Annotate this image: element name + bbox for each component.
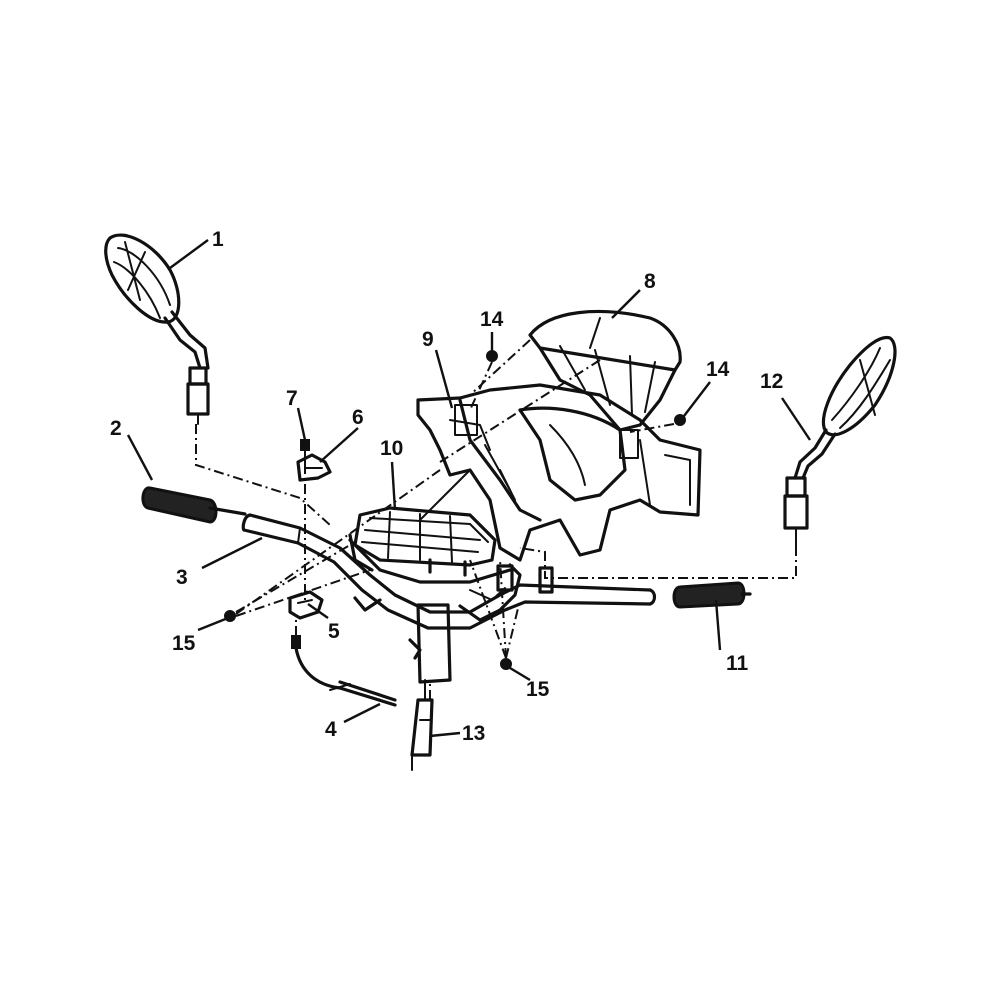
callout-15-left: 15 bbox=[172, 632, 196, 655]
instrument-panel bbox=[348, 506, 497, 577]
upper-clamp bbox=[296, 453, 332, 482]
assembly-lines bbox=[195, 339, 797, 700]
callout-13: 13 bbox=[462, 722, 485, 745]
callout-3: 3 bbox=[176, 566, 188, 589]
callout-1: 1 bbox=[212, 228, 224, 251]
front-top-cover bbox=[528, 309, 682, 432]
callout-5: 5 bbox=[328, 620, 340, 643]
callout-11: 11 bbox=[726, 652, 749, 675]
callout-14-top: 14 bbox=[480, 308, 504, 331]
handlebar-housing bbox=[348, 538, 554, 622]
callout-8: 8 bbox=[644, 270, 656, 293]
callout-15-right: 15 bbox=[526, 678, 550, 701]
right-grip bbox=[672, 581, 752, 609]
rear-handlebar-cover bbox=[416, 383, 702, 562]
screw-14-top bbox=[486, 350, 498, 362]
screw-14-right bbox=[674, 414, 686, 426]
leader-lines bbox=[126, 239, 811, 738]
callout-10: 10 bbox=[380, 437, 403, 460]
right-mirror bbox=[783, 335, 897, 547]
callout-7: 7 bbox=[286, 387, 298, 410]
throttle-tube bbox=[408, 603, 452, 771]
callout-12: 12 bbox=[760, 370, 783, 393]
left-grip bbox=[141, 486, 247, 524]
screw-15-right bbox=[500, 658, 512, 670]
cable bbox=[291, 635, 397, 707]
callout-9: 9 bbox=[422, 328, 434, 351]
left-mirror bbox=[104, 233, 210, 425]
callout-4: 4 bbox=[325, 718, 337, 741]
callout-14-right: 14 bbox=[706, 358, 730, 381]
callout-2: 2 bbox=[110, 417, 122, 440]
callout-6: 6 bbox=[352, 406, 364, 429]
